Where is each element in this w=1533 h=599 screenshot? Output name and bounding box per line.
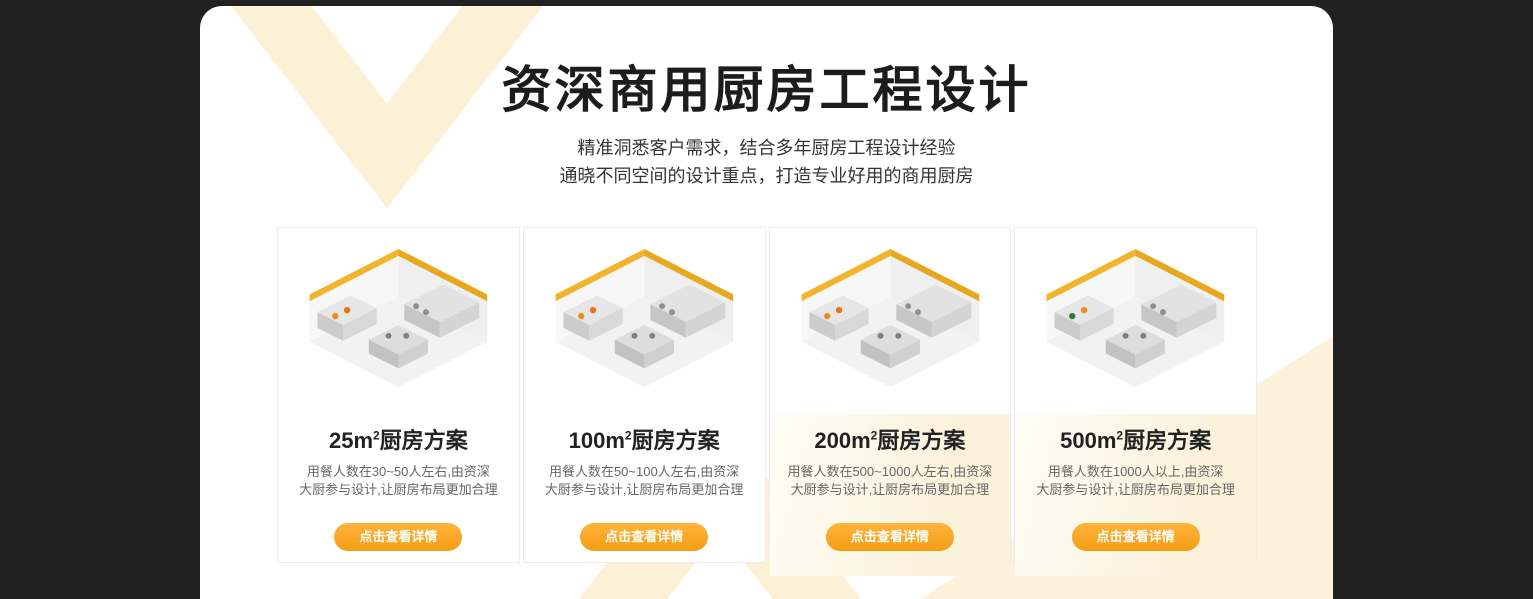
card-area-exponent: 2 bbox=[373, 428, 380, 443]
kitchen-plan-card-500m2: 500m2厨房方案 用餐人数在1000人以上,由资深 大厨参与设计,让厨房布局更… bbox=[1014, 227, 1257, 576]
kitchen-render-svg bbox=[1015, 229, 1256, 413]
card-description: 用餐人数在50~100人左右,由资深 大厨参与设计,让厨房布局更加合理 bbox=[524, 463, 765, 499]
view-details-button[interactable]: 点击查看详情 bbox=[825, 523, 954, 551]
card-title-rest: 厨房方案 bbox=[1123, 428, 1212, 453]
card-desc-line-2: 大厨参与设计,让厨房布局更加合理 bbox=[1036, 482, 1235, 497]
kitchen-isometric-render-image bbox=[1015, 228, 1256, 414]
card-desc-line-2: 大厨参与设计,让厨房布局更加合理 bbox=[299, 482, 498, 497]
card-description: 用餐人数在500~1000人左右,由资深 大厨参与设计,让厨房布局更加合理 bbox=[770, 463, 1011, 499]
card-title-rest: 厨房方案 bbox=[631, 428, 720, 453]
card-description: 用餐人数在1000人以上,由资深 大厨参与设计,让厨房布局更加合理 bbox=[1015, 463, 1256, 499]
page-subtitle: 精准洞悉客户需求，结合多年厨房工程设计经验 通晓不同空间的设计重点，打造专业好用… bbox=[200, 134, 1333, 190]
kitchen-plan-card-200m2: 200m2厨房方案 用餐人数在500~1000人左右,由资深 大厨参与设计,让厨… bbox=[768, 227, 1012, 576]
card-body: 200m2厨房方案 用餐人数在500~1000人左右,由资深 大厨参与设计,让厨… bbox=[769, 414, 1011, 576]
page-title: 资深商用厨房工程设计 bbox=[501, 62, 1032, 118]
card-desc-line-1: 用餐人数在30~50人左右,由资深 bbox=[306, 464, 490, 479]
view-details-button[interactable]: 点击查看详情 bbox=[580, 523, 709, 551]
kitchen-render-svg bbox=[523, 229, 765, 413]
card-body: 25m2厨房方案 用餐人数在30~50人左右,由资深 大厨参与设计,让厨房布局更… bbox=[278, 414, 519, 576]
card-title-rest: 厨房方案 bbox=[877, 428, 966, 453]
kitchen-isometric-render-image bbox=[523, 228, 765, 414]
card-title: 200m2厨房方案 bbox=[770, 428, 1011, 454]
content-panel: 资深商用厨房工程设计 精准洞悉客户需求，结合多年厨房工程设计经验 通晓不同空间的… bbox=[200, 6, 1333, 599]
card-title: 500m2厨房方案 bbox=[1015, 428, 1256, 454]
kitchen-isometric-render-image bbox=[278, 228, 519, 414]
card-area: 25m bbox=[329, 428, 374, 453]
view-details-button[interactable]: 点击查看详情 bbox=[1071, 523, 1200, 551]
kitchen-plan-card-100m2: 100m2厨房方案 用餐人数在50~100人左右,由资深 大厨参与设计,让厨房布… bbox=[522, 227, 766, 563]
card-body: 100m2厨房方案 用餐人数在50~100人左右,由资深 大厨参与设计,让厨房布… bbox=[524, 414, 765, 576]
card-title: 25m2厨房方案 bbox=[278, 428, 519, 454]
card-area-exponent: 2 bbox=[870, 428, 878, 443]
card-title: 100m2厨房方案 bbox=[524, 428, 765, 454]
subtitle-line-1: 精准洞悉客户需求，结合多年厨房工程设计经验 bbox=[577, 138, 956, 158]
subtitle-line-2: 通晓不同空间的设计重点，打造专业好用的商用厨房 bbox=[559, 166, 974, 186]
card-area: 500m bbox=[1060, 428, 1117, 453]
card-desc-line-1: 用餐人数在1000人以上,由资深 bbox=[1047, 464, 1224, 479]
section-header: 资深商用厨房工程设计 精准洞悉客户需求，结合多年厨房工程设计经验 通晓不同空间的… bbox=[200, 6, 1333, 190]
card-area-exponent: 2 bbox=[624, 428, 632, 443]
card-area: 100m bbox=[568, 428, 625, 453]
kitchen-isometric-render-image bbox=[769, 228, 1011, 414]
kitchen-render-svg bbox=[278, 229, 519, 413]
card-desc-line-1: 用餐人数在500~1000人左右,由资深 bbox=[787, 464, 993, 479]
kitchen-render-svg bbox=[769, 229, 1011, 413]
card-desc-line-1: 用餐人数在50~100人左右,由资深 bbox=[548, 464, 740, 479]
card-description: 用餐人数在30~50人左右,由资深 大厨参与设计,让厨房布局更加合理 bbox=[278, 463, 519, 499]
view-details-button[interactable]: 点击查看详情 bbox=[334, 523, 463, 551]
card-area: 200m bbox=[814, 428, 871, 453]
card-area-exponent: 2 bbox=[1116, 428, 1124, 443]
kitchen-plan-card-25m2: 25m2厨房方案 用餐人数在30~50人左右,由资深 大厨参与设计,让厨房布局更… bbox=[277, 227, 520, 563]
card-desc-line-2: 大厨参与设计,让厨房布局更加合理 bbox=[544, 482, 744, 497]
card-body: 500m2厨房方案 用餐人数在1000人以上,由资深 大厨参与设计,让厨房布局更… bbox=[1015, 414, 1256, 576]
card-desc-line-2: 大厨参与设计,让厨房布局更加合理 bbox=[790, 482, 990, 497]
kitchen-plan-card-row: 25m2厨房方案 用餐人数在30~50人左右,由资深 大厨参与设计,让厨房布局更… bbox=[277, 227, 1257, 576]
card-title-rest: 厨房方案 bbox=[379, 428, 468, 453]
